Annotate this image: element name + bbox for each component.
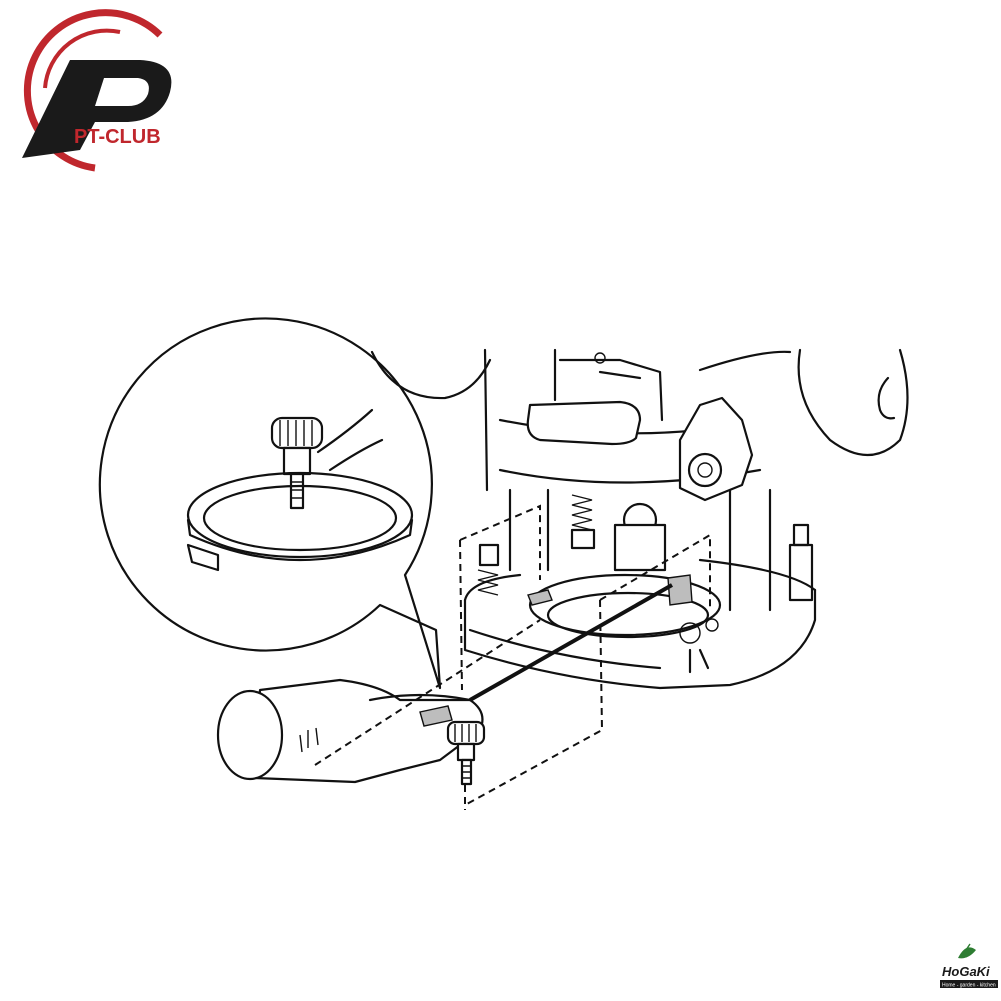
- alignment-guides: [314, 504, 711, 810]
- watermark-brand-text: HoGaKi: [942, 964, 990, 979]
- thumb-screw-icon: [270, 416, 324, 510]
- dust-nozzle-illustration: [216, 678, 486, 786]
- nozzle-thumb-screw-icon: [446, 720, 486, 786]
- logo-brand-text: PT-CLUB: [74, 126, 161, 148]
- pt-club-logo: PT-CLUB: [22, 9, 172, 172]
- watermark-tagline: Home - garden - kitchen: [942, 983, 996, 989]
- magnifier-callout: [98, 317, 442, 690]
- hogaki-watermark: HoGaKi Home - garden - kitchen: [940, 943, 998, 989]
- router-base-illustration: [370, 348, 909, 690]
